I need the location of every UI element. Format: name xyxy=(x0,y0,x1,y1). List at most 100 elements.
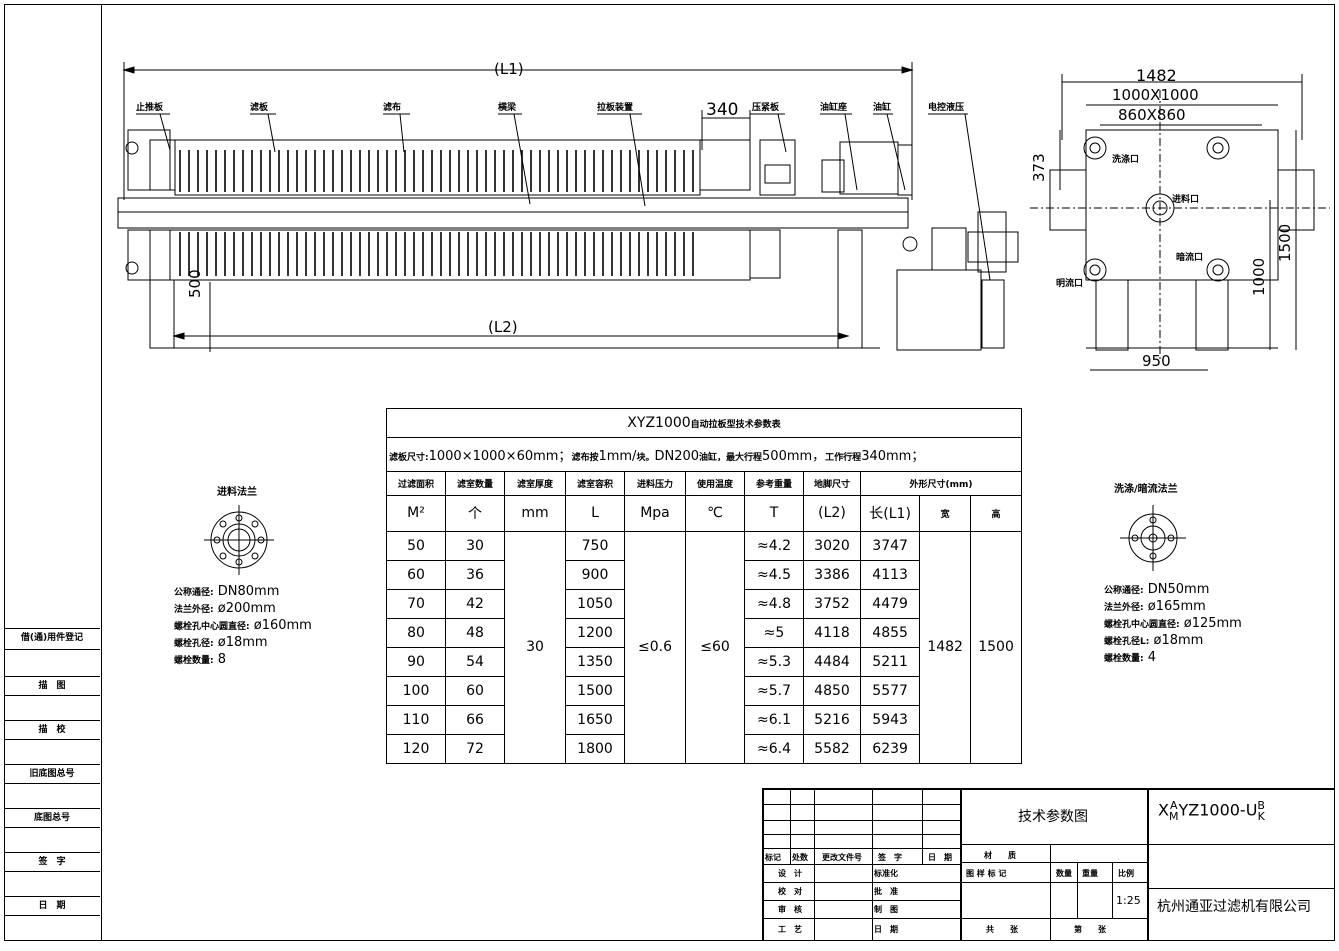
tb-material: 材 质 xyxy=(984,851,1016,860)
spec-part: DN200 xyxy=(654,449,700,465)
tb-rev-count: 处数 xyxy=(792,853,808,862)
tb-process: 工 艺 xyxy=(778,925,802,934)
flange-spec-value: ø18mm xyxy=(217,635,268,650)
flange-spec-value: ø160mm xyxy=(253,618,312,633)
label-wash-port: 洗涤口 xyxy=(1112,155,1140,165)
dim-1000-label: 1000 xyxy=(1250,257,1268,296)
table-cell: 4850 xyxy=(803,675,861,706)
side-view-drawing xyxy=(1030,74,1330,371)
flange-spec-line: 螺栓数量: 8 xyxy=(174,652,312,669)
tb-check: 校 对 xyxy=(778,887,802,896)
table-cell: 90 xyxy=(386,646,446,677)
table-cell: 30 xyxy=(445,530,505,561)
sidebar-cell-date: 日 期 xyxy=(4,896,100,916)
table-cell: 1200 xyxy=(565,617,625,648)
table-unit: 宽 xyxy=(919,495,972,532)
table-cell: 42 xyxy=(445,588,505,619)
label-dark-flow-port: 暗流口 xyxy=(1176,253,1204,263)
table-cell: 4479 xyxy=(859,588,921,619)
flange-spec-label: 螺栓孔中心圆直径: xyxy=(1104,620,1180,630)
label-open-flow-port: 明流口 xyxy=(1056,279,1084,289)
flange-spec-label: 螺栓数量: xyxy=(1104,654,1144,664)
flange-spec-label: 螺栓孔径: xyxy=(174,639,214,649)
registration-sidebar: 借(通)用件登记 描 图 描 校 旧底图总号 底图总号 签 字 日 期 xyxy=(4,4,102,941)
table-cell: 5211 xyxy=(859,646,921,677)
table-header: 滤室数量 xyxy=(445,471,505,497)
spec-part: 油缸，最大行程 xyxy=(699,453,763,464)
table-cell: 1500 xyxy=(565,675,625,706)
table-cell: 6239 xyxy=(859,733,921,765)
tb-scale: 1:25 xyxy=(1116,894,1141,907)
table-cell: 80 xyxy=(386,617,446,648)
table-cell: 30 xyxy=(504,530,566,765)
flange-spec-line: 螺栓孔中心圆直径: ø160mm xyxy=(174,618,312,635)
table-cell: 3747 xyxy=(859,530,921,561)
table-cell: 4113 xyxy=(859,559,921,590)
table-spec: 滤板尺寸:1000×1000×60mm；滤布按1mm/块。DN200油缸，最大行… xyxy=(386,436,1022,473)
flange-spec-label: 螺栓孔中心圆直径: xyxy=(174,622,250,632)
table-unit: 长(L1) xyxy=(859,495,921,532)
spec-part: 滤板尺寸: xyxy=(389,453,429,464)
dim-l2-label: (L2) xyxy=(488,318,518,336)
table-unit: (L2) xyxy=(803,495,861,532)
sidebar-cell-sign: 签 字 xyxy=(4,852,100,872)
flange-left-title: 进料法兰 xyxy=(217,487,257,498)
flange-spec-label: 法兰外径: xyxy=(1104,603,1144,613)
table-cell: 900 xyxy=(565,559,625,590)
table-cell: 60 xyxy=(386,559,446,590)
table-cell: 3752 xyxy=(803,588,861,619)
dim-340-label: 340 xyxy=(706,100,739,120)
flange-spec-line: 螺栓孔径: ø18mm xyxy=(174,635,312,652)
tb-ratio: 比例 xyxy=(1118,869,1134,878)
table-header: 滤室容积 xyxy=(565,471,625,497)
dim-950-label: 950 xyxy=(1142,352,1171,370)
table-cell: 60 xyxy=(445,675,505,706)
table-cell: 1050 xyxy=(565,588,625,619)
sidebar-cell-trace-check: 描 校 xyxy=(4,720,100,740)
spec-part: 工作行程 xyxy=(825,453,862,464)
flange-spec-label: 螺栓孔径L: xyxy=(1104,637,1150,647)
sidebar-cell-trace: 描 图 xyxy=(4,676,100,696)
tb-rev-doc: 更改文件号 xyxy=(822,853,862,862)
dim-373-label: 373 xyxy=(1030,153,1048,182)
dim-l1-label: (L1) xyxy=(494,60,524,78)
flange-spec-label: 法兰外径: xyxy=(174,605,214,615)
table-unit: M² xyxy=(386,495,446,532)
label-stop-plate: 止推板 xyxy=(136,103,164,113)
table-unit: T xyxy=(744,495,804,532)
table-unit: Mpa xyxy=(624,495,686,532)
table-unit: 高 xyxy=(970,495,1022,532)
table-unit: ℃ xyxy=(685,495,745,532)
table-cell: 5943 xyxy=(859,704,921,735)
dim-1500-label: 1500 xyxy=(1276,223,1294,262)
table-cell: 4118 xyxy=(803,617,861,648)
tb-page: 第 张 xyxy=(1074,925,1106,934)
label-cylinder-seat: 油缸座 xyxy=(820,103,848,113)
flange-spec-value: ø125mm xyxy=(1183,616,1242,631)
table-header: 地脚尺寸 xyxy=(803,471,861,497)
dim-1000x1000-label: 1000X1000 xyxy=(1112,86,1199,104)
dim-1482-label: 1482 xyxy=(1136,66,1177,85)
table-cell: 50 xyxy=(386,530,446,561)
spec-part: 1mm/ xyxy=(598,449,637,465)
flange-right-title: 洗涤/暗流法兰 xyxy=(1114,484,1178,495)
table-cell: 54 xyxy=(445,646,505,677)
table-cell: ≈4.5 xyxy=(744,559,804,590)
table-cell: ≈5.7 xyxy=(744,675,804,706)
flange-spec-line: 公称通径: DN80mm xyxy=(174,584,312,601)
label-hydraulic-control: 电控液压 xyxy=(928,103,965,113)
table-cell: 36 xyxy=(445,559,505,590)
tb-design: 设 计 xyxy=(778,869,802,878)
table-cell: ≈5 xyxy=(744,617,804,648)
drawing-frame xyxy=(4,4,1335,941)
tb-qty: 数量 xyxy=(1056,869,1072,878)
tb-approve: 批 准 xyxy=(874,887,898,896)
parameter-table: XYZ1000自动拉板型技术参数表 滤板尺寸:1000×1000×60mm；滤布… xyxy=(386,408,1022,765)
